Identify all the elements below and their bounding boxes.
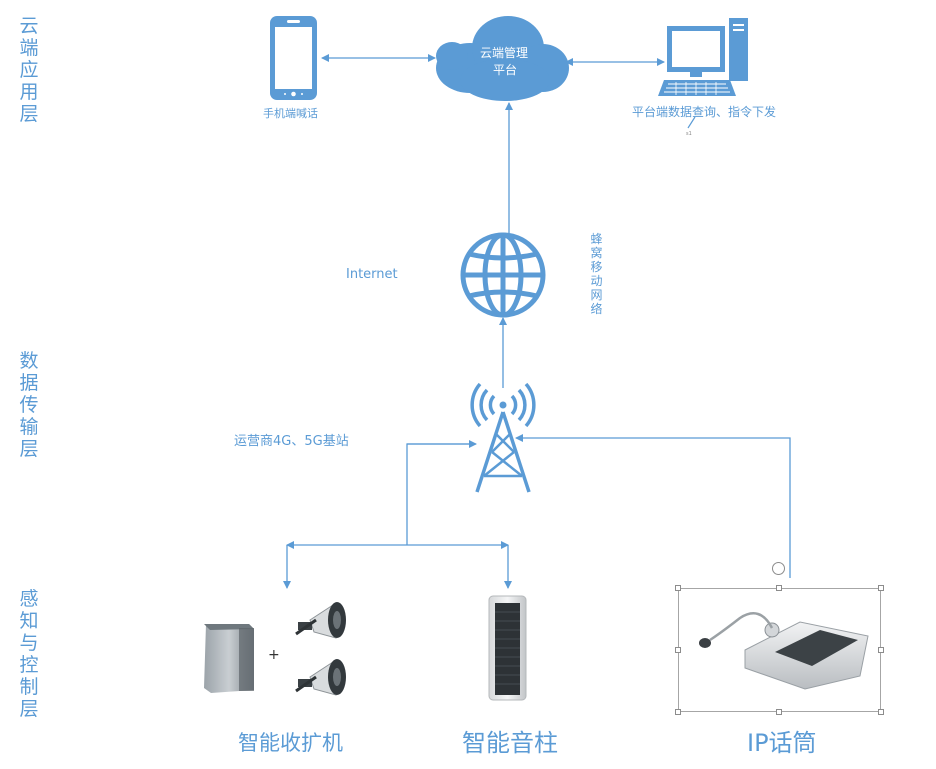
resize-handle[interactable]: [878, 585, 884, 591]
horn-speaker-bottom: [295, 659, 346, 696]
computer-icon: [658, 18, 748, 129]
ip-mic-device: [699, 612, 869, 690]
base-station-label: 运营商4G、5G基站: [234, 434, 349, 449]
layer-label-sensing: 感知与控制层: [19, 588, 39, 720]
cloud-platform-label-2: 平台: [493, 63, 518, 77]
small-mark: s1: [686, 131, 692, 137]
phone-icon: [270, 16, 317, 100]
resize-handle[interactable]: [675, 709, 681, 715]
plus-sign: +: [268, 647, 280, 663]
resize-handle[interactable]: [878, 647, 884, 653]
speaker-column-label: 智能音柱: [462, 729, 558, 757]
pc-label: 平台端数据查询、指令下发: [632, 105, 777, 119]
horn-speaker-top: [295, 602, 346, 639]
resize-handle[interactable]: [776, 709, 782, 715]
resize-handle[interactable]: [776, 585, 782, 591]
rotate-handle-icon[interactable]: [772, 562, 785, 575]
cell-tower-icon: [470, 382, 536, 493]
internet-label: Internet: [346, 267, 398, 282]
layer-label-cloud: 云端应用层: [19, 15, 39, 125]
phone-label: 手机端喊话: [263, 107, 318, 120]
cloud-icon: [436, 16, 569, 101]
amplifier-label: 智能收扩机: [238, 731, 343, 755]
globe-icon: [460, 232, 546, 318]
ip-mic-label: IP话筒: [747, 729, 817, 757]
cellular-network-label: 蜂窝移动网络: [590, 232, 603, 316]
selection-frame[interactable]: [678, 588, 881, 712]
connectors: [283, 54, 791, 589]
resize-handle[interactable]: [675, 647, 681, 653]
resize-handle[interactable]: [878, 709, 884, 715]
layer-label-transport: 数据传输层: [19, 350, 39, 460]
amplifier-device: [204, 624, 254, 693]
resize-handle[interactable]: [675, 585, 681, 591]
speaker-column-device: [488, 595, 527, 701]
cloud-platform-label-1: 云端管理: [480, 46, 529, 60]
